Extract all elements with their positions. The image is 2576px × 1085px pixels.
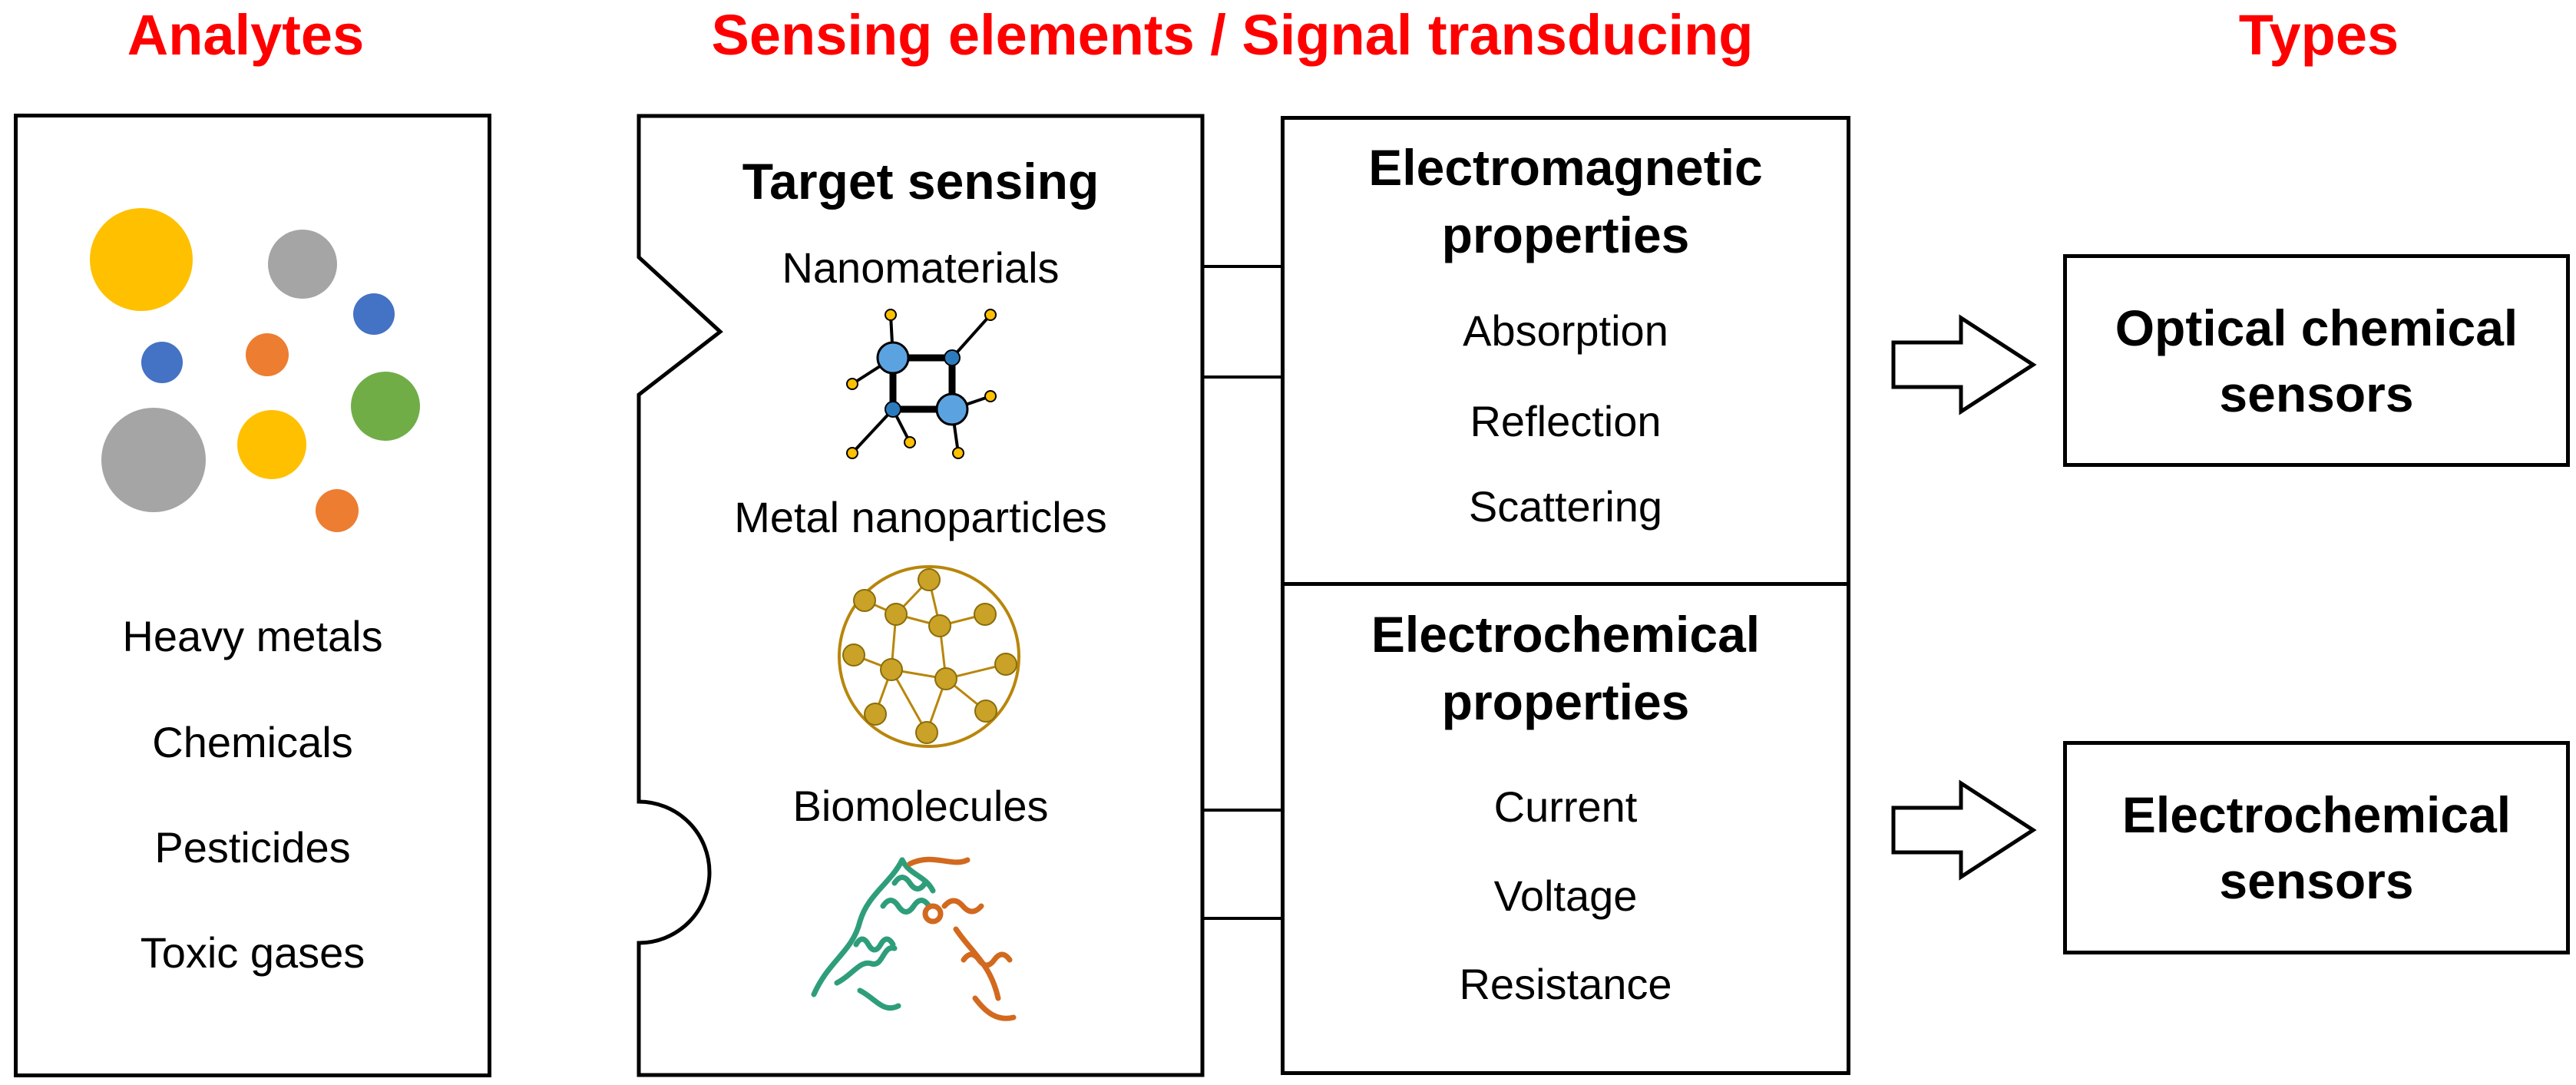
- electrochemical-box: [1281, 582, 1850, 1075]
- metal-nanoparticles-label: Metal nanoparticles: [734, 493, 1107, 541]
- property-current: Current: [1493, 782, 1638, 831]
- analyte-circle-orange-2: [316, 489, 359, 532]
- analyte-circle-gray-large: [101, 408, 206, 512]
- property-reflection: Reflection: [1470, 397, 1662, 445]
- electrochemical-title-line2: properties: [1441, 673, 1690, 730]
- analyte-circle-green: [351, 372, 420, 441]
- analyte-circle-orange-1: [246, 333, 289, 376]
- electrochemical-sensors-line1: Electrochemical: [2121, 786, 2512, 843]
- optical-sensors-line2: sensors: [2219, 366, 2414, 422]
- property-resistance: Resistance: [1459, 960, 1672, 1008]
- electrochemical-title: Electrochemical: [1371, 606, 1761, 663]
- biomolecules-label: Biomolecules: [792, 782, 1049, 830]
- target-sensing-title: Target sensing: [742, 153, 1100, 210]
- analyte-heavy-metals: Heavy metals: [122, 612, 383, 660]
- property-absorption: Absorption: [1463, 306, 1668, 355]
- property-voltage: Voltage: [1493, 872, 1638, 920]
- header-sensing: Sensing elements / Signal transducing: [711, 3, 1754, 67]
- analyte-circle-yellow-large: [90, 208, 193, 311]
- electromagnetic-title: Electromagnetic: [1368, 139, 1763, 196]
- analyte-toxic-gases: Toxic gases: [140, 928, 365, 977]
- electromagnetic-title-line2: properties: [1441, 207, 1690, 263]
- header-analytes: Analytes: [127, 3, 365, 67]
- arrow-electrochemical: [1891, 779, 2037, 881]
- electrochemical-sensors-box: [2063, 741, 2570, 954]
- analyte-circle-blue-2: [141, 342, 183, 383]
- analyte-circle-yellow-mid: [237, 410, 306, 479]
- analyte-chemicals: Chemicals: [152, 718, 353, 766]
- header-types: Types: [2238, 3, 2399, 67]
- electrochemical-sensors-line2: sensors: [2219, 852, 2414, 909]
- analyte-pesticides: Pesticides: [154, 823, 351, 872]
- arrow-optical: [1891, 314, 2037, 415]
- nanomaterials-label: Nanomaterials: [782, 243, 1060, 292]
- property-scattering: Scattering: [1468, 482, 1663, 531]
- analyte-circle-blue-1: [353, 293, 395, 335]
- analyte-circle-gray-small: [268, 230, 337, 299]
- optical-sensors-box: [2063, 254, 2570, 467]
- optical-sensors-line1: Optical chemical: [2115, 299, 2518, 356]
- sensing-box-outline: [637, 114, 1205, 1077]
